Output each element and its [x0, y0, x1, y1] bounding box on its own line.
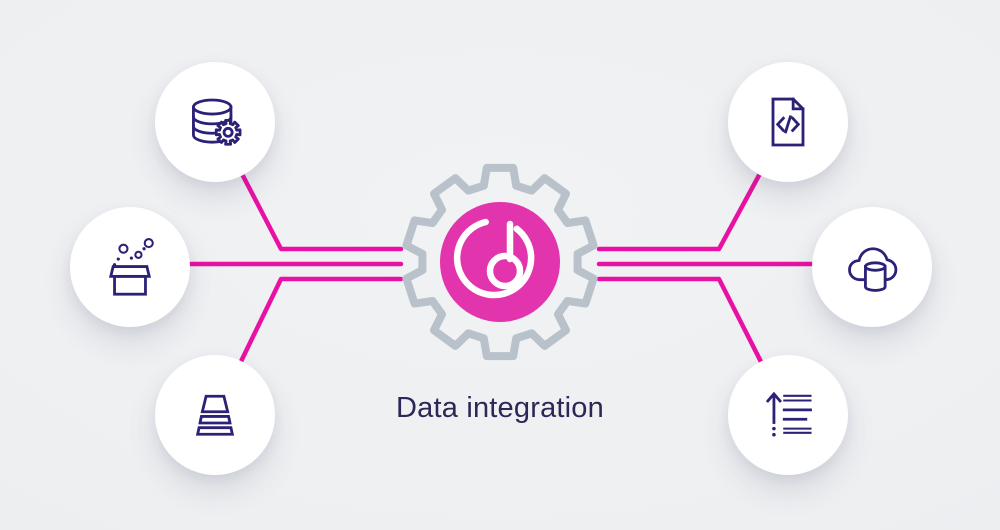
code-file-icon — [771, 97, 805, 147]
gear-icon — [402, 163, 598, 361]
diagram-title: Data integration — [396, 392, 604, 424]
cloud-database-icon — [848, 247, 898, 292]
node-box-extract — [70, 207, 190, 327]
database-gear-icon — [192, 98, 242, 146]
logo-outer-arc — [453, 218, 535, 299]
node-cloud-database — [812, 207, 932, 327]
stacked-layers-icon — [195, 394, 235, 436]
node-stacked-layers — [155, 355, 275, 475]
logo-bowl — [486, 252, 524, 290]
node-sorted-list — [728, 355, 848, 475]
node-code-file — [728, 62, 848, 182]
box-bubbles-icon — [109, 238, 154, 296]
sort-ascending-icon — [765, 391, 812, 437]
d-logo — [440, 202, 560, 322]
node-database-gear — [155, 62, 275, 182]
